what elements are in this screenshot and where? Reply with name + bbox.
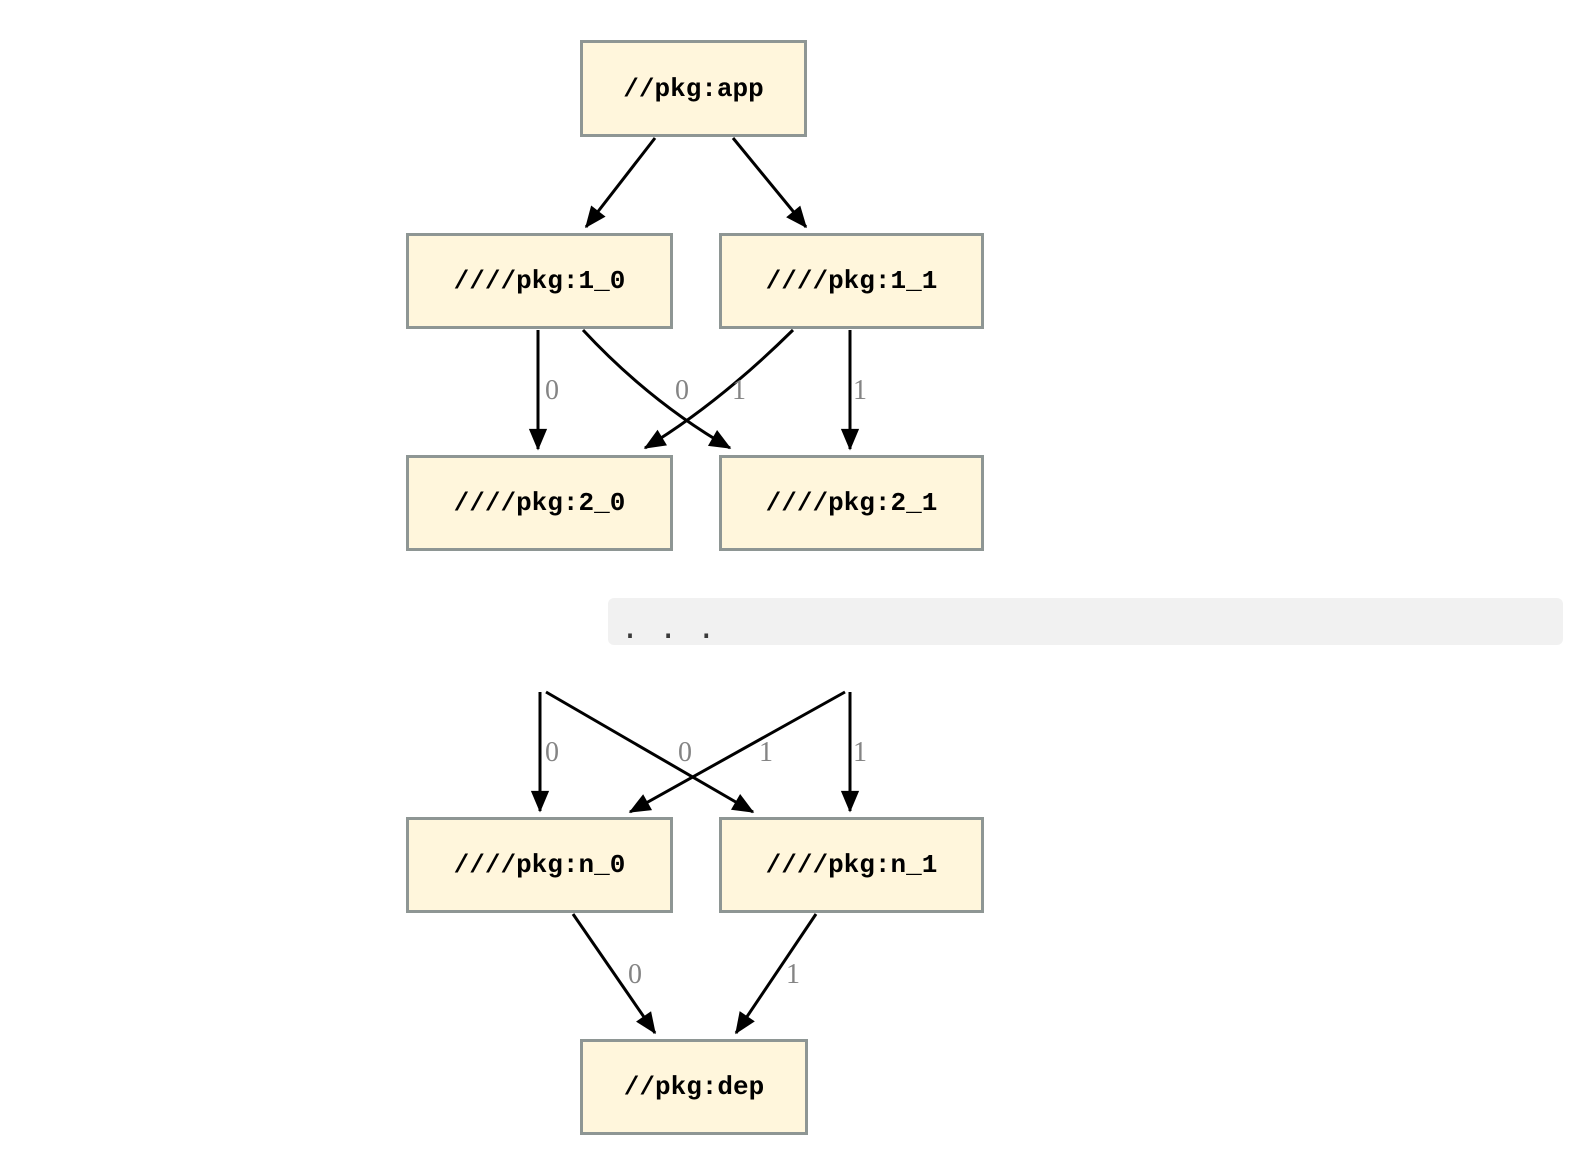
edge-label-1_1-2_0: 1	[732, 375, 746, 406]
edge-label-ellipsis-n_0-straight: 0	[545, 737, 559, 768]
edge-n_1-to-dep	[734, 913, 818, 1035]
node-pkg-2_0: ////pkg:2_0	[406, 455, 673, 551]
edge-label-1_0-2_1: 0	[675, 375, 689, 406]
node-pkg-1_0: ////pkg:1_0	[406, 233, 673, 329]
ellipsis-dots: . . .	[621, 611, 717, 646]
edge-1_1-to-2_0	[643, 328, 795, 450]
edge-n_0-to-dep	[571, 913, 657, 1035]
edge-label-ellipsis-n_0-cross: 1	[759, 737, 773, 768]
node-pkg-1_1: ////pkg:1_1	[719, 233, 984, 329]
node-pkg-2_1-label: ////pkg:2_1	[765, 488, 938, 518]
node-pkg-dep: //pkg:dep	[580, 1039, 808, 1135]
node-pkg-2_0-label: ////pkg:2_0	[453, 488, 626, 518]
edge-app-to-1_1	[731, 137, 808, 229]
ellipsis-band: . . .	[608, 598, 1563, 645]
node-pkg-1_0-label: ////pkg:1_0	[453, 266, 626, 296]
edge-1_0-to-2_1	[581, 328, 732, 450]
edge-label-ellipsis-n_1-straight: 1	[853, 737, 867, 768]
edge-app-to-1_0	[584, 137, 657, 229]
node-pkg-1_1-label: ////pkg:1_1	[765, 266, 938, 296]
edge-label-1_1-2_1: 1	[853, 375, 867, 406]
edge-label-n_1-dep: 1	[786, 959, 800, 990]
edge-ellipsis-to-n_0-cross	[628, 690, 846, 814]
node-pkg-n_0: ////pkg:n_0	[406, 817, 673, 913]
node-pkg-2_1: ////pkg:2_1	[719, 455, 984, 551]
node-pkg-n_1: ////pkg:n_1	[719, 817, 984, 913]
node-pkg-dep-label: //pkg:dep	[623, 1072, 765, 1102]
edge-label-n_0-dep: 0	[628, 959, 642, 990]
node-pkg-n_1-label: ////pkg:n_1	[765, 850, 938, 880]
node-pkg-app: //pkg:app	[580, 40, 807, 137]
node-pkg-n_0-label: ////pkg:n_0	[453, 850, 626, 880]
node-pkg-app-label: //pkg:app	[623, 73, 764, 104]
edge-ellipsis-to-n_1-cross	[545, 690, 755, 814]
edge-label-1_0-2_0: 0	[545, 375, 559, 406]
edge-label-ellipsis-n_1-cross: 0	[678, 737, 692, 768]
